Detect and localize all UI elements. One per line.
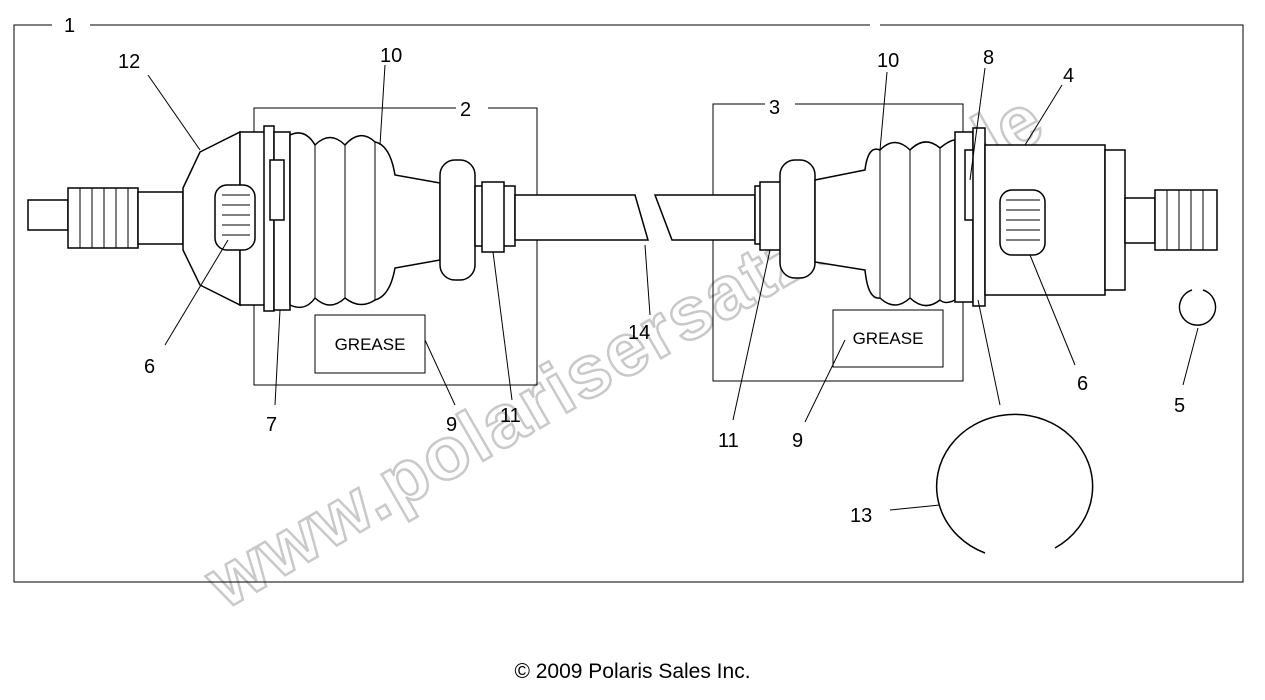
axle-shaft [514,194,756,241]
callout-12: 12 [118,51,140,73]
callout-5: 5 [1174,395,1185,417]
right-boot [754,139,956,307]
callout-8: 8 [983,47,994,69]
kit-box-3 [712,103,964,382]
leader-lines [147,64,1199,511]
left-cv-joint [27,125,291,312]
callout-9-left: 9 [446,414,457,436]
callout-9-right: 9 [792,430,803,452]
kit-box-2 [253,107,538,386]
callout-10-left: 10 [380,45,402,67]
callout-6-right: 6 [1077,373,1088,395]
grease-label-right: GREASE [853,329,924,348]
right-cv-joint [954,127,1218,307]
copyright: © 2009 Polaris Sales Inc. [514,660,751,683]
callout-6-left: 6 [144,356,155,378]
callout-10-right: 10 [877,50,899,72]
grease-box-left [314,314,426,374]
grease-box-right [832,309,944,368]
grease-label-left: GREASE [335,335,406,354]
callout-11-left: 11 [500,405,521,427]
callout-11-right: 11 [718,430,739,452]
retaining-ring [935,413,1094,554]
callout-14: 14 [628,322,650,344]
callout-7: 7 [266,414,277,436]
callout-13: 13 [850,505,872,527]
callout-3: 3 [769,97,780,119]
callout-1: 1 [64,15,75,37]
callout-4: 4 [1063,65,1074,87]
circlip [1178,289,1217,326]
callout-2: 2 [460,99,471,121]
left-boot [289,132,516,309]
assembly-frame [13,24,1244,583]
